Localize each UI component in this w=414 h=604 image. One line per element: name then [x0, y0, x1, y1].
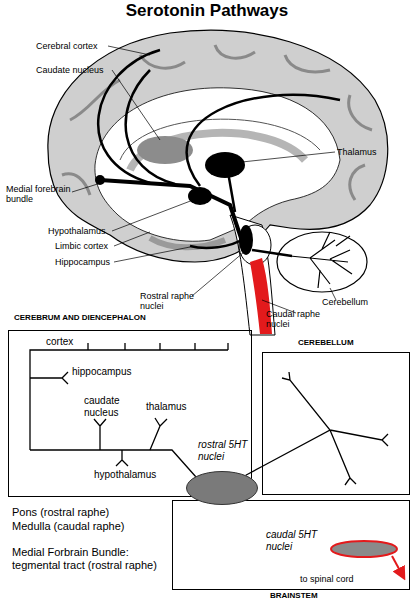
- medial-forebrain-bundle: [100, 180, 245, 250]
- nuclei-shape: [331, 541, 397, 557]
- note: Pons (rostral raphe): [12, 506, 172, 519]
- note: Medial Forbrain Bundle: tegmental tract …: [12, 546, 180, 571]
- nuclei-ellipse: rostral 5HT nuclei: [186, 471, 258, 505]
- region-box: CEREBELLUM: [262, 352, 410, 495]
- nuclei-label: rostral 5HT nuclei: [198, 439, 260, 463]
- hippocampus-branch: [30, 372, 68, 384]
- pons-outline: [239, 225, 271, 265]
- cerebellum-branch: [262, 372, 388, 485]
- cerebellum-outline: [277, 232, 367, 292]
- cerebellum-fibers: [290, 232, 352, 288]
- part-label: Cerebellum: [322, 297, 382, 307]
- part-label: Medial forebrain bundle: [6, 184, 76, 205]
- hypothalamus-branch: [116, 450, 128, 466]
- target-label: hippocampus: [72, 366, 142, 378]
- target-label: hypothalamus: [94, 469, 174, 481]
- schematic-tree: [30, 343, 388, 485]
- thalamus-shape: [205, 152, 245, 178]
- nuclei-label: caudal 5HT nuclei: [266, 529, 326, 553]
- part-label: Thalamus: [337, 147, 407, 157]
- part-label: Cerebral cortex: [36, 41, 116, 51]
- pathway-connector: [246, 467, 262, 476]
- arrow-label: to spinal cord: [300, 574, 380, 584]
- part-label: Hippocampus: [55, 257, 125, 267]
- serotonin-fibers: [98, 50, 340, 256]
- hypothalamus-shape: [188, 187, 212, 205]
- region-heading: CEREBRUM AND DIENCEPHALON: [14, 313, 252, 323]
- leader-lines: [72, 46, 336, 313]
- region-heading: BRAINSTEM: [270, 591, 370, 601]
- note: Medulla (caudal raphe): [12, 520, 172, 533]
- region-box: BRAINSTEMrostral 5HT nucleicaudal 5HT nu…: [172, 500, 410, 590]
- cortex-branch: [30, 343, 228, 450]
- part-label: Hypothalamus: [48, 226, 118, 236]
- hippocampus-shape: [150, 238, 225, 247]
- nuclei-ellipse: caudal 5HT nuclei: [330, 540, 398, 558]
- brain-drawing: [48, 30, 388, 335]
- part-label: Caudate nucleus: [36, 65, 116, 75]
- ellipse-outline: [186, 471, 258, 505]
- part-label: Caudal raphe nuclei: [266, 309, 328, 330]
- rostral-raphe-shape: [239, 225, 253, 255]
- part-label: Limbic cortex: [55, 241, 125, 251]
- target-label: cortex: [46, 336, 86, 348]
- region-heading: CEREBELLUM: [298, 338, 398, 348]
- caudate-branch: [94, 419, 106, 450]
- caudate-shape: [137, 136, 193, 164]
- target-label: caudate nucleus: [84, 395, 136, 418]
- nuclei-shape: [187, 472, 258, 505]
- part-label: Rostral raphe nuclei: [140, 291, 198, 312]
- diagram-title: Serotonin Pathways: [0, 1, 414, 21]
- ellipse-outline: [330, 540, 398, 558]
- thalamus-branch: [150, 418, 167, 450]
- spinal-arrow: [392, 556, 404, 578]
- target-label: thalamus: [146, 401, 206, 413]
